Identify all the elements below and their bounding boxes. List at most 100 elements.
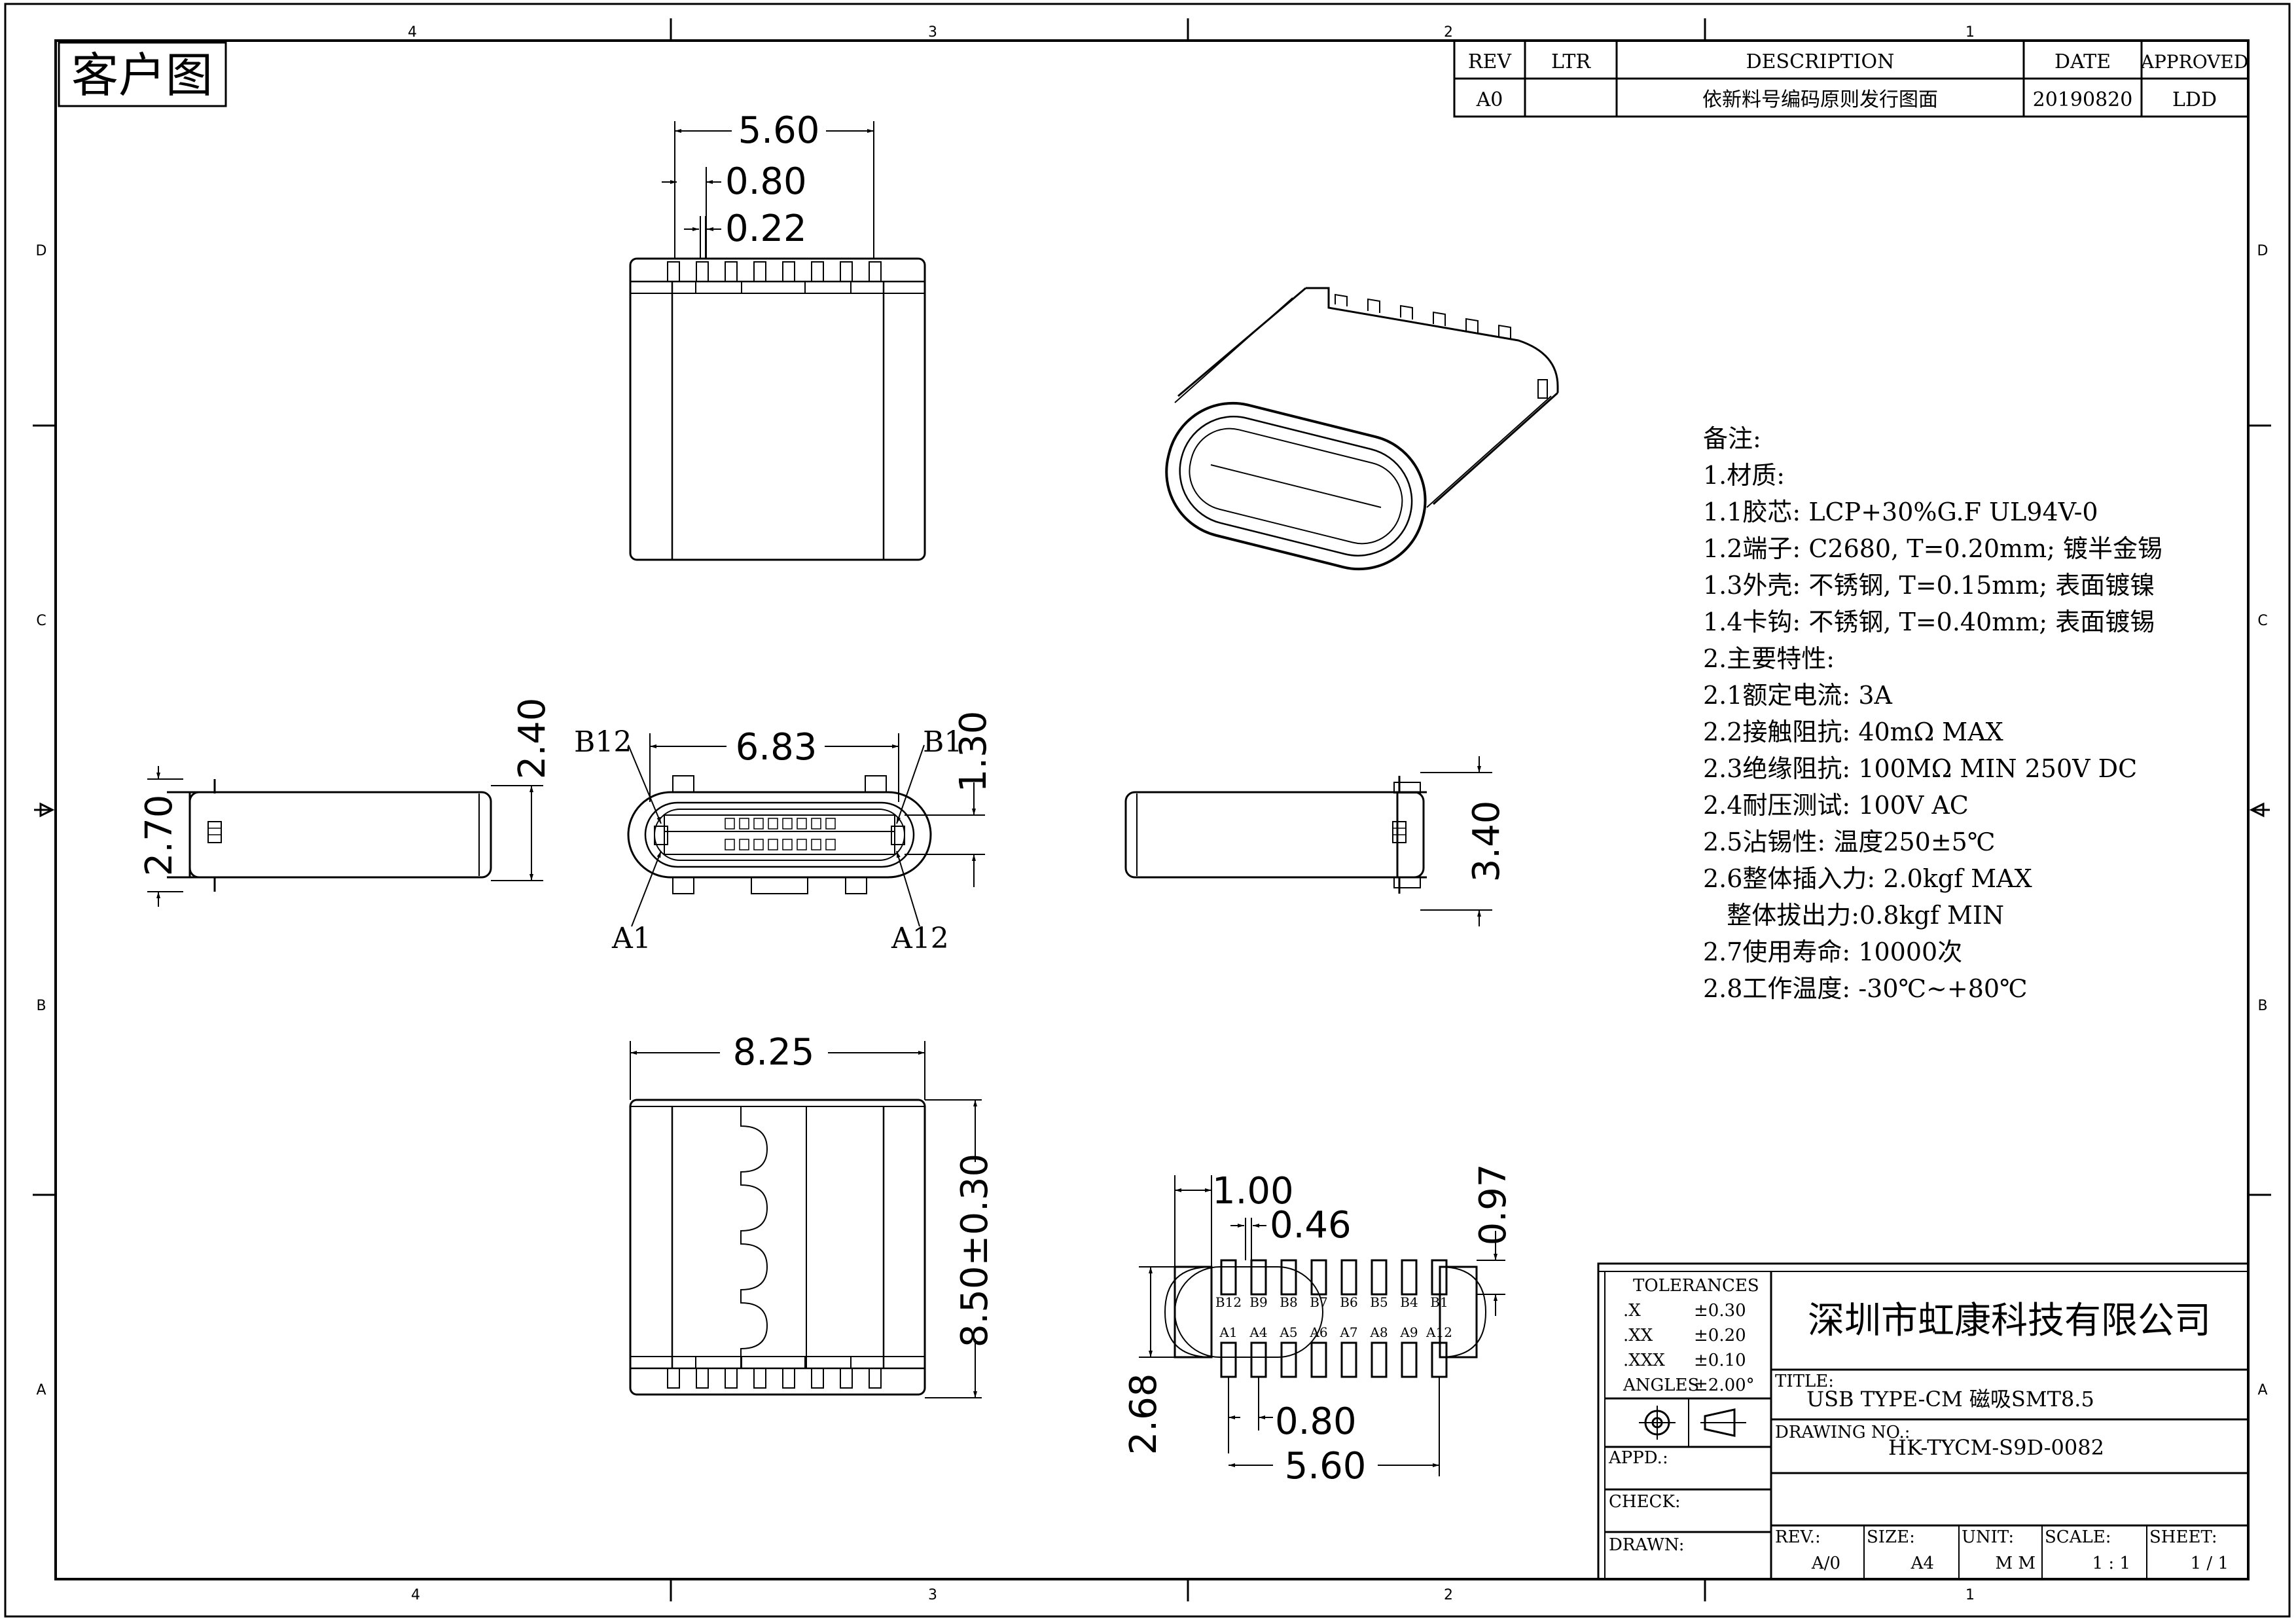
right-side-view: 3.40 bbox=[1124, 756, 1508, 926]
size-value: A4 bbox=[1910, 1554, 1934, 1573]
title-label: TITLE: bbox=[1775, 1372, 1834, 1391]
pad-label: A12 bbox=[1426, 1324, 1452, 1340]
note-line: 1.材质: bbox=[1703, 461, 1785, 490]
zone-col-top-4: 1 bbox=[1965, 24, 1975, 41]
check-label: CHECK: bbox=[1609, 1492, 1681, 1512]
projection-symbol-icon bbox=[1639, 1406, 1746, 1440]
pad-label: A8 bbox=[1369, 1324, 1388, 1340]
scale-label: SCALE: bbox=[2045, 1527, 2111, 1547]
isometric-pins bbox=[1335, 293, 1511, 339]
customer-drawing-title: 客户图 bbox=[71, 48, 213, 103]
unit-label: UNIT: bbox=[1962, 1527, 2014, 1547]
zone-row-left-4: A bbox=[36, 1382, 46, 1398]
dim-front-inner: 1.30 bbox=[952, 711, 995, 793]
dim-pad-pitch: 0.80 bbox=[1275, 1400, 1357, 1443]
dim-front-height: 2.40 bbox=[511, 698, 554, 780]
top-view-pins bbox=[667, 261, 882, 282]
tol-key: .XX bbox=[1623, 1326, 1653, 1345]
tol-value: ±0.10 bbox=[1694, 1351, 1746, 1370]
note-line: 2.5沾锡性: 温度250±5℃ bbox=[1703, 828, 1995, 856]
label-b12: B12 bbox=[574, 725, 632, 759]
rev-value: A/0 bbox=[1811, 1554, 1840, 1573]
pad-label: B5 bbox=[1370, 1294, 1388, 1310]
pad-label: A9 bbox=[1399, 1324, 1418, 1340]
zone-row-left-3: B bbox=[36, 998, 46, 1014]
revision-table: REV LTR DESCRIPTION DATE APPROVED A0 依新料… bbox=[1453, 39, 2250, 118]
note-line: 1.4卡钩: 不锈钢, T=0.40mm; 表面镀锡 bbox=[1703, 608, 2155, 636]
pad-label: B12 bbox=[1215, 1294, 1242, 1310]
label-b1: B1 bbox=[923, 725, 962, 759]
pad-row-a-shapes bbox=[1220, 1341, 1448, 1378]
pad-label: A5 bbox=[1279, 1324, 1297, 1340]
zone-col-top-2: 3 bbox=[928, 24, 937, 41]
rev-header-description: DESCRIPTION bbox=[1746, 50, 1895, 73]
dim-side-left-height: 2.70 bbox=[138, 795, 181, 877]
scale-value: 1 : 1 bbox=[2092, 1554, 2130, 1573]
pad-label: B6 bbox=[1340, 1294, 1357, 1310]
pad-label: B8 bbox=[1280, 1294, 1297, 1310]
rev-header-date: DATE bbox=[2054, 50, 2111, 73]
notes: 备注: 1.材质: 1.1胶芯: LCP+30%G.F UL94V-0 1.2端… bbox=[1703, 424, 2162, 1003]
rev-cell-approved: LDD bbox=[2172, 88, 2217, 111]
zone-row-right-4: A bbox=[2257, 1382, 2267, 1398]
note-line: 2.6整体插入力: 2.0kgf MAX bbox=[1703, 864, 2032, 893]
pad-row-b-labels: B12 B9 B8 B7 B6 B5 B4 B1 bbox=[1215, 1294, 1448, 1310]
rev-header-approved: APPROVED bbox=[2140, 51, 2249, 73]
note-line: 2.2接触阻抗: 40mΩ MAX bbox=[1703, 718, 2003, 746]
pad-row-b-shapes bbox=[1220, 1259, 1448, 1296]
note-line: 备注: bbox=[1703, 424, 1761, 453]
rev-cell-date: 20190820 bbox=[2033, 88, 2133, 111]
drawing-title: USB TYPE-CM 磁吸SMT8.5 bbox=[1806, 1387, 2094, 1412]
label-a1: A1 bbox=[611, 922, 651, 955]
sheet-label: SHEET: bbox=[2149, 1527, 2217, 1547]
zone-row-right-3: B bbox=[2257, 998, 2267, 1014]
left-side-view: 2.70 2.40 bbox=[138, 698, 554, 907]
zone-col-bottom-2: 3 bbox=[928, 1587, 937, 1603]
isometric-view bbox=[1165, 287, 1559, 571]
top-view: 5.60 0.80 0.22 bbox=[629, 109, 926, 561]
sheet-value: 1 / 1 bbox=[2191, 1554, 2229, 1573]
rev-cell-description: 依新料号编码原则发行图面 bbox=[1702, 88, 1938, 111]
drawing-no-label: DRAWING NO.: bbox=[1775, 1423, 1910, 1442]
unit-value: M M bbox=[1995, 1554, 2036, 1573]
note-line: 2.主要特性: bbox=[1703, 644, 1835, 673]
title-block: TOLERANCES .X ±0.30 .XX ±0.20 .XXX ±0.10… bbox=[1597, 1262, 2250, 1580]
zone-col-top-1: 4 bbox=[408, 24, 417, 41]
note-line: 2.7使用寿命: 10000次 bbox=[1703, 938, 1962, 966]
zone-col-bottom-4: 1 bbox=[1965, 1587, 1975, 1603]
dim-pad-span: 5.60 bbox=[1285, 1445, 1367, 1487]
zone-row-left-2: C bbox=[36, 613, 46, 629]
pad-label: B7 bbox=[1310, 1294, 1327, 1310]
note-line: 2.4耐压测试: 100V AC bbox=[1703, 791, 1969, 820]
pad-label: A7 bbox=[1339, 1324, 1357, 1340]
tol-key: .XXX bbox=[1623, 1351, 1665, 1370]
customer-drawing-tag: 客户图 bbox=[58, 41, 227, 107]
dim-right-height: 3.40 bbox=[1465, 801, 1508, 883]
company-name: 深圳市虹康科技有限公司 bbox=[1808, 1300, 2211, 1342]
tolerances-label: TOLERANCES bbox=[1633, 1276, 1759, 1296]
dim-bottom-width: 8.25 bbox=[733, 1031, 815, 1074]
zone-row-right-1: D bbox=[2257, 243, 2269, 259]
zone-col-bottom-1: 4 bbox=[411, 1587, 420, 1603]
zone-col-bottom-3: 2 bbox=[1444, 1587, 1453, 1603]
note-line: 2.3绝缘阻抗: 100MΩ MIN 250V DC bbox=[1703, 754, 2137, 783]
rev-label: REV.: bbox=[1775, 1527, 1821, 1547]
tol-key: ANGLES bbox=[1623, 1376, 1699, 1395]
front-view: 6.83 1.30 B12 B1 A1 A12 bbox=[574, 711, 995, 955]
dim-pad-pitch-pair: 1.00 bbox=[1212, 1170, 1294, 1213]
zone-col-top-3: 2 bbox=[1444, 24, 1453, 41]
dim-pad-width: 0.46 bbox=[1270, 1204, 1352, 1247]
drawing-frame bbox=[4, 3, 2291, 1618]
dim-pad-row-height: 2.68 bbox=[1122, 1374, 1165, 1455]
dim-pad-length: 0.97 bbox=[1472, 1164, 1515, 1246]
dim-top-pin: 0.22 bbox=[725, 208, 807, 250]
bottom-view-pins bbox=[667, 1368, 882, 1389]
pad-label: A1 bbox=[1219, 1324, 1237, 1340]
pad-row-a-labels: A1 A4 A5 A6 A7 A8 A9 A12 bbox=[1219, 1324, 1452, 1340]
note-line: 1.3外壳: 不锈钢, T=0.15mm; 表面镀镍 bbox=[1703, 571, 2155, 600]
tol-value: ±2.00° bbox=[1694, 1376, 1755, 1395]
note-line: 2.8工作温度: -30℃~+80℃ bbox=[1703, 974, 2028, 1003]
zone-row-right-2: C bbox=[2257, 613, 2267, 629]
zone-labels: 4 3 2 1 4 3 2 1 D C B A D C B A bbox=[36, 24, 2269, 1603]
dim-bottom-length: 8.50±0.30 bbox=[954, 1154, 996, 1347]
